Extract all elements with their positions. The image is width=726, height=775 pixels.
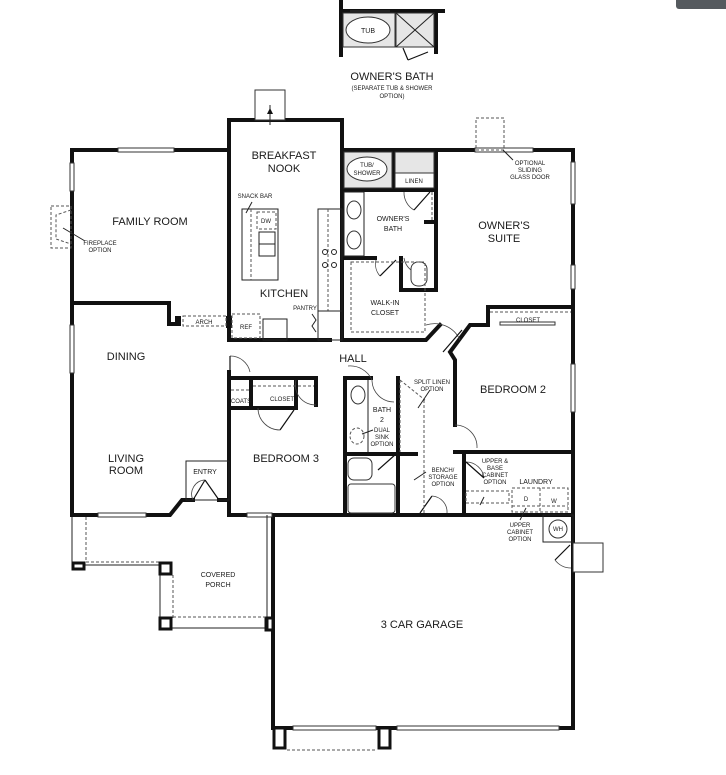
breakfast-nook-label-2: NOOK <box>268 163 301 175</box>
entry-porch <box>71 460 274 632</box>
owners-bath-option-subtitle: (SEPARATE TUB & SHOWER <box>351 86 433 92</box>
entry-label: ENTRY <box>193 469 217 476</box>
family-room-label: FAMILY ROOM <box>112 216 187 228</box>
split-linen-note-2: OPTION <box>420 387 443 393</box>
tub-shower-label: TUB/ <box>360 163 374 169</box>
kitchen-fixtures: DW SNACK BAR PANTRY REF ARCH <box>182 194 343 341</box>
window-corner-tab <box>676 0 726 9</box>
upper-base-cabinet-note-4: OPTION <box>483 480 506 486</box>
fireplace-option <box>50 205 86 249</box>
owners-bath-fixtures: TUB/ SHOWER LINEN <box>343 151 435 333</box>
bench-storage-note-3: OPTION <box>431 482 454 488</box>
walk-in-closet-label-2: CLOSET <box>371 310 400 317</box>
upper-cabinet-note: UPPER <box>510 523 531 529</box>
hall-closets: COATS CLOSET <box>231 385 314 405</box>
closet-label: CLOSET <box>270 397 294 403</box>
arch-label: ARCH <box>195 320 212 326</box>
dining-label: DINING <box>107 351 146 363</box>
dual-sink-note-3: OPTION <box>370 442 393 448</box>
bench-storage-note-2: STORAGE <box>428 475 457 481</box>
option-notes: FIREPLACE OPTION OPTIONAL SLIDING GLASS … <box>83 161 550 543</box>
bedroom-3-label: BEDROOM 3 <box>253 453 319 465</box>
upper-base-cabinet-note: UPPER & <box>482 459 508 465</box>
garage-label: 3 CAR GARAGE <box>381 619 464 631</box>
dryer-label: D <box>524 497 529 503</box>
refrigerator-label: REF <box>240 325 252 331</box>
bath2-fixtures <box>347 380 397 514</box>
sliding-door-note-3: GLASS DOOR <box>510 175 550 181</box>
living-room-label: LIVING <box>108 453 144 465</box>
sliding-door-note: OPTIONAL <box>515 161 546 167</box>
upper-base-cabinet-note-2: BASE <box>487 466 503 472</box>
owners-bath-option-subtitle-2: OPTION) <box>380 94 405 100</box>
covered-porch-label: COVERED <box>201 572 236 579</box>
owners-suite-label: OWNER'S <box>478 220 530 232</box>
linen-label: LINEN <box>405 179 423 185</box>
upper-base-cabinet-note-3: CABINET <box>482 473 508 479</box>
garage-fixtures <box>265 616 392 751</box>
fireplace-note-2: OPTION <box>88 248 111 254</box>
laundry-label: LAUNDRY <box>519 479 553 486</box>
owners-bath-label: OWNER'S <box>377 216 410 223</box>
suite-closet-label: CLOSET <box>516 318 540 324</box>
dishwasher-label: DW <box>261 219 271 225</box>
interior-walls <box>70 118 575 517</box>
walk-in-closet-label: WALK-IN <box>371 300 400 307</box>
dual-sink-note: DUAL <box>374 428 391 434</box>
fireplace-note: FIREPLACE <box>83 241 116 247</box>
room-labels: BREAKFAST NOOK FAMILY ROOM KITCHEN OWNER… <box>107 150 553 631</box>
doors <box>191 191 604 573</box>
owners-bath-option-inset: TUB OWNER'S BATH (SEPARATE TUB & SHOWER … <box>339 0 445 100</box>
kitchen-label: KITCHEN <box>260 288 308 300</box>
owners-suite-label-2: SUITE <box>488 233 520 245</box>
pantry-label: PANTRY <box>293 306 317 312</box>
exterior-walls <box>70 89 575 730</box>
owners-suite-fixtures: CLOSET <box>475 117 571 326</box>
bath-2-label: BATH <box>373 407 391 414</box>
living-room-label-2: ROOM <box>109 465 143 477</box>
bench-storage-note: BENCH/ <box>432 468 455 474</box>
breakfast-nook-label: BREAKFAST <box>252 150 317 162</box>
tub-icon <box>345 16 391 44</box>
covered-porch-label-2: PORCH <box>205 582 230 589</box>
owners-bath-label-2: BATH <box>384 226 402 233</box>
upper-cabinet-note-2: CABINET <box>507 530 533 536</box>
tub-shower-label-2: SHOWER <box>354 171 382 177</box>
bedroom-2-label: BEDROOM 2 <box>480 384 546 396</box>
sliding-door-note-2: SLIDING <box>518 168 542 174</box>
dual-sink-note-2: SINK <box>375 435 389 441</box>
owners-bath-option-title: OWNER'S BATH <box>350 71 433 83</box>
tub-label: TUB <box>361 28 375 35</box>
split-linen-bench <box>399 379 431 515</box>
coats-label: COATS <box>231 399 251 405</box>
upper-cabinet-note-3: OPTION <box>508 537 531 543</box>
washer-label: W <box>551 499 557 505</box>
laundry-fixtures: D W WH <box>465 487 574 543</box>
water-heater-label: WH <box>553 527 563 533</box>
bath-2-label-2: 2 <box>380 417 384 424</box>
hall-label: HALL <box>339 353 367 365</box>
split-linen-note: SPLIT LINEN <box>414 380 450 386</box>
snack-bar-label: SNACK BAR <box>238 194 273 200</box>
